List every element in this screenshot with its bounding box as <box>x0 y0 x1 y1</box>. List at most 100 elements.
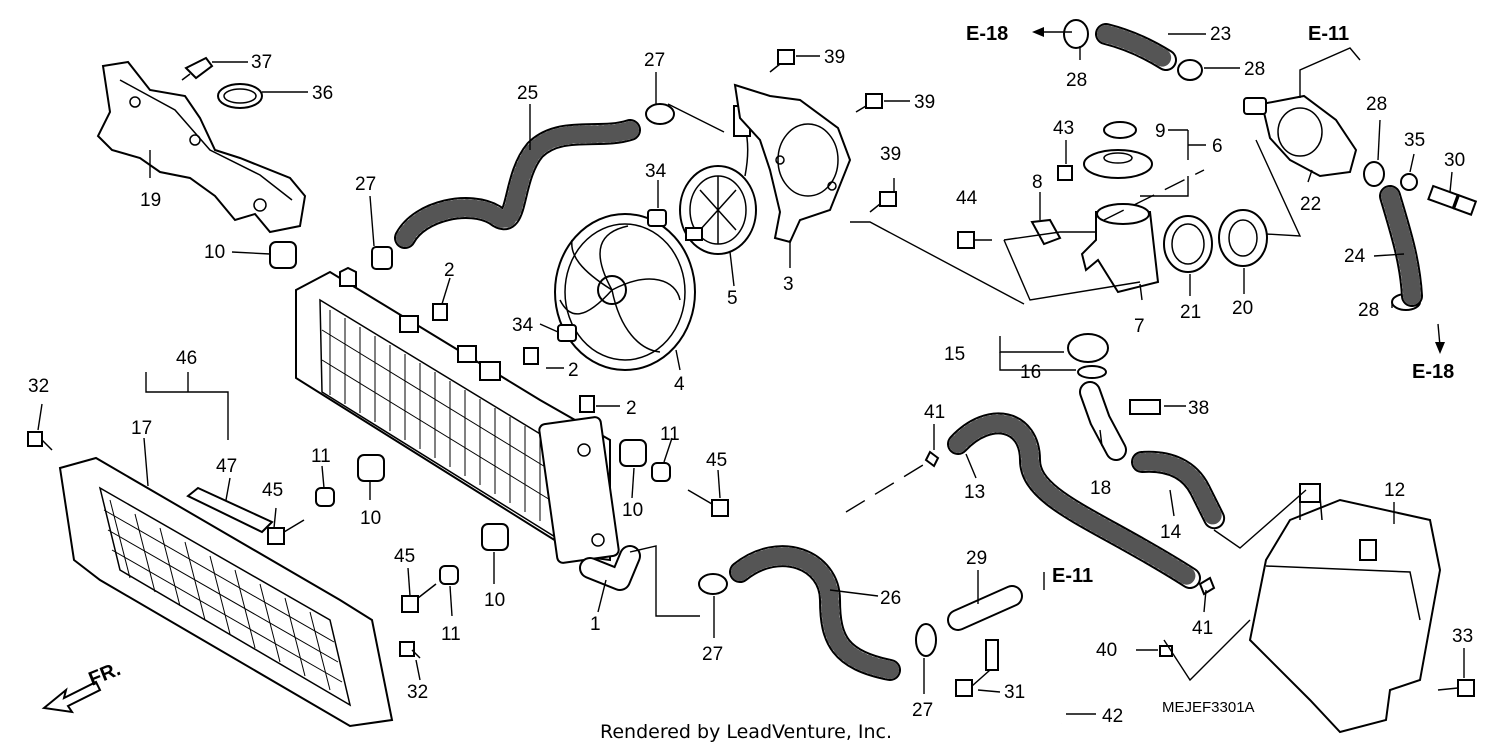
ref-e18-right: E-18 <box>1412 361 1454 383</box>
seal-9 <box>1103 121 1137 139</box>
bolt-32 <box>27 431 421 659</box>
front-direction-arrow <box>41 680 102 714</box>
label-18: 18 <box>1090 478 1111 499</box>
radiator-bracket <box>96 60 307 234</box>
washer-35 <box>1400 173 1418 191</box>
hose-25 <box>394 119 641 249</box>
ref-e18-top: E-18 <box>966 23 1008 45</box>
label-39: 39 <box>880 144 901 165</box>
label-2: 2 <box>626 398 637 419</box>
reference-arrows <box>1032 27 1445 590</box>
label-47: 47 <box>216 456 237 477</box>
part-labels: 37 36 19 10 27 25 27 39 39 39 34 34 5 3 … <box>28 24 1473 727</box>
bolt-33 <box>1437 679 1475 697</box>
clip-41 <box>924 450 1216 596</box>
label-7: 7 <box>1134 316 1145 337</box>
label-41: 41 <box>924 402 945 423</box>
label-28: 28 <box>1244 59 1265 80</box>
pipe-1 <box>579 545 641 591</box>
hose-42 <box>1058 575 1168 725</box>
label-38: 38 <box>1188 398 1209 419</box>
bolt-45 <box>267 489 729 613</box>
nut-34 <box>557 209 667 342</box>
label-28: 28 <box>1066 70 1087 91</box>
bolt-39 <box>769 49 897 213</box>
label-34: 34 <box>645 161 667 182</box>
label-25: 25 <box>517 83 538 104</box>
fan-shroud-3 <box>733 83 852 244</box>
label-10: 10 <box>622 500 643 521</box>
label-27: 27 <box>702 644 723 665</box>
clip-2 <box>432 303 595 413</box>
hose-24 <box>1379 185 1423 307</box>
label-3: 3 <box>783 274 794 295</box>
label-16: 16 <box>1020 362 1041 383</box>
label-40: 40 <box>1096 640 1117 661</box>
label-17: 17 <box>131 418 152 439</box>
label-33: 33 <box>1452 626 1473 647</box>
clip-37 <box>181 56 214 81</box>
label-28: 28 <box>1366 94 1387 115</box>
radiator <box>295 266 620 564</box>
drawing-code: MEJEF3301A <box>1162 699 1255 716</box>
label-11: 11 <box>660 424 680 445</box>
label-1: 1 <box>590 614 601 635</box>
label-45: 45 <box>394 546 415 567</box>
label-23: 23 <box>1210 24 1231 45</box>
thermostat-housing-22 <box>1243 94 1358 178</box>
label-27: 27 <box>912 700 933 721</box>
label-28: 28 <box>1358 300 1379 321</box>
label-2: 2 <box>568 360 579 381</box>
label-8: 8 <box>1032 172 1043 193</box>
label-2: 2 <box>444 260 455 281</box>
label-32: 32 <box>407 682 428 703</box>
label-12: 12 <box>1384 480 1405 501</box>
label-39: 39 <box>914 92 935 113</box>
label-45: 45 <box>706 450 727 471</box>
clip-40 <box>1159 645 1173 657</box>
seal-16 <box>1077 365 1107 379</box>
hose-13 <box>947 412 1201 589</box>
fan-4 <box>554 213 696 371</box>
label-42: 42 <box>1102 706 1123 727</box>
hose-26 <box>729 545 901 681</box>
reservoir-cap-15 <box>1067 333 1109 363</box>
label-37: 37 <box>251 52 272 73</box>
o-ring-21 <box>1163 215 1213 273</box>
sensor-30 <box>1427 184 1478 216</box>
reservoir-tank-12 <box>1248 483 1442 734</box>
label-39: 39 <box>824 47 845 68</box>
label-24: 24 <box>1344 246 1366 267</box>
hose-14 <box>1131 450 1226 530</box>
label-15: 15 <box>944 344 965 365</box>
label-20: 20 <box>1232 298 1253 319</box>
bolt-31 <box>955 669 991 697</box>
label-34: 34 <box>512 315 534 336</box>
label-27: 27 <box>644 50 665 71</box>
front-direction-label: FR. <box>86 658 124 690</box>
sensor-38 <box>1129 399 1161 415</box>
label-14: 14 <box>1160 522 1182 543</box>
cushion-47 <box>186 486 274 534</box>
pipe-29 <box>947 585 1023 671</box>
label-27: 27 <box>355 174 376 195</box>
label-6: 6 <box>1212 136 1223 157</box>
label-32: 32 <box>28 376 49 397</box>
label-9: 9 <box>1155 121 1166 142</box>
ref-e11-top: E-11 <box>1308 23 1349 45</box>
label-10: 10 <box>484 590 505 611</box>
filler-pipe-18 <box>1079 381 1127 461</box>
label-29: 29 <box>966 548 987 569</box>
reference-labels: E-18 E-11 E-18 E-11 <box>966 23 1454 587</box>
grommet-10 <box>269 241 647 551</box>
label-11: 11 <box>311 446 331 467</box>
label-41: 41 <box>1192 618 1213 639</box>
label-36: 36 <box>312 83 333 104</box>
label-22: 22 <box>1300 194 1321 215</box>
radiator-cap-6 <box>1083 149 1153 179</box>
bolt-44 <box>957 231 992 249</box>
label-46: 46 <box>176 348 197 369</box>
label-10: 10 <box>204 242 225 263</box>
label-13: 13 <box>964 482 985 503</box>
label-44: 44 <box>956 188 978 209</box>
